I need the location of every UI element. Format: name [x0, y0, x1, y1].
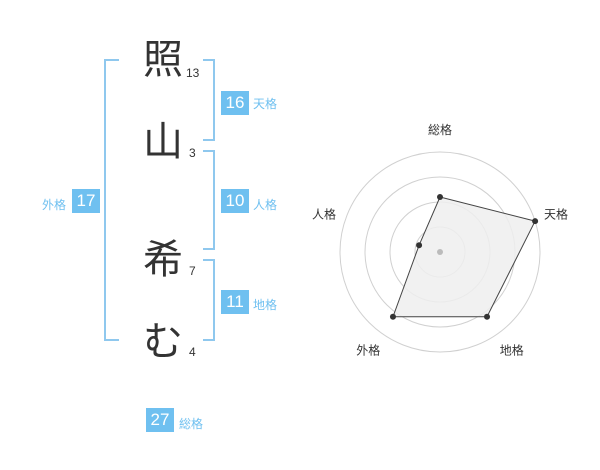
chikaku-bracket	[203, 259, 215, 341]
tenkaku-label: 天格	[253, 97, 278, 111]
name-char-1: 照	[143, 37, 183, 83]
radar-data-point	[416, 242, 423, 249]
chikaku-label: 地格	[253, 298, 278, 312]
radar-grid-ring	[339, 151, 541, 353]
radar-axis-label: 外格	[356, 343, 380, 358]
stroke-count-4: 4	[189, 345, 196, 359]
gaikaku-score: 17	[72, 189, 100, 213]
stroke-count-1: 13	[186, 66, 200, 80]
radar-data-point	[532, 218, 539, 225]
radar-axis-label: 地格	[500, 343, 524, 358]
radar-data-point	[484, 313, 491, 320]
stroke-count-3: 7	[189, 264, 196, 278]
soukaku-score: 27	[146, 408, 174, 432]
stroke-count-2: 3	[189, 146, 196, 160]
tenkaku-score: 16	[221, 91, 249, 115]
radar-series-polygon	[392, 196, 536, 318]
jinkaku-bracket	[203, 150, 215, 250]
radar-axis-label: 人格	[312, 206, 336, 221]
radar-center-point	[437, 249, 443, 255]
gaikaku-bracket	[104, 59, 119, 341]
name-char-4: む	[143, 319, 183, 365]
gaikaku-label: 外格	[42, 198, 67, 212]
jinkaku-score: 10	[221, 189, 249, 213]
tenkaku-bracket	[203, 59, 215, 141]
jinkaku-label: 人格	[253, 198, 278, 212]
radar-axis-label: 総格	[428, 122, 452, 137]
radar-data-point	[437, 194, 443, 200]
soukaku-label: 総格	[179, 417, 204, 431]
name-char-3: 希	[143, 237, 183, 283]
chikaku-score: 11	[221, 290, 249, 314]
radar-data-point	[389, 313, 396, 320]
name-char-2: 山	[143, 119, 183, 165]
radar-axis-label: 天格	[544, 206, 568, 221]
